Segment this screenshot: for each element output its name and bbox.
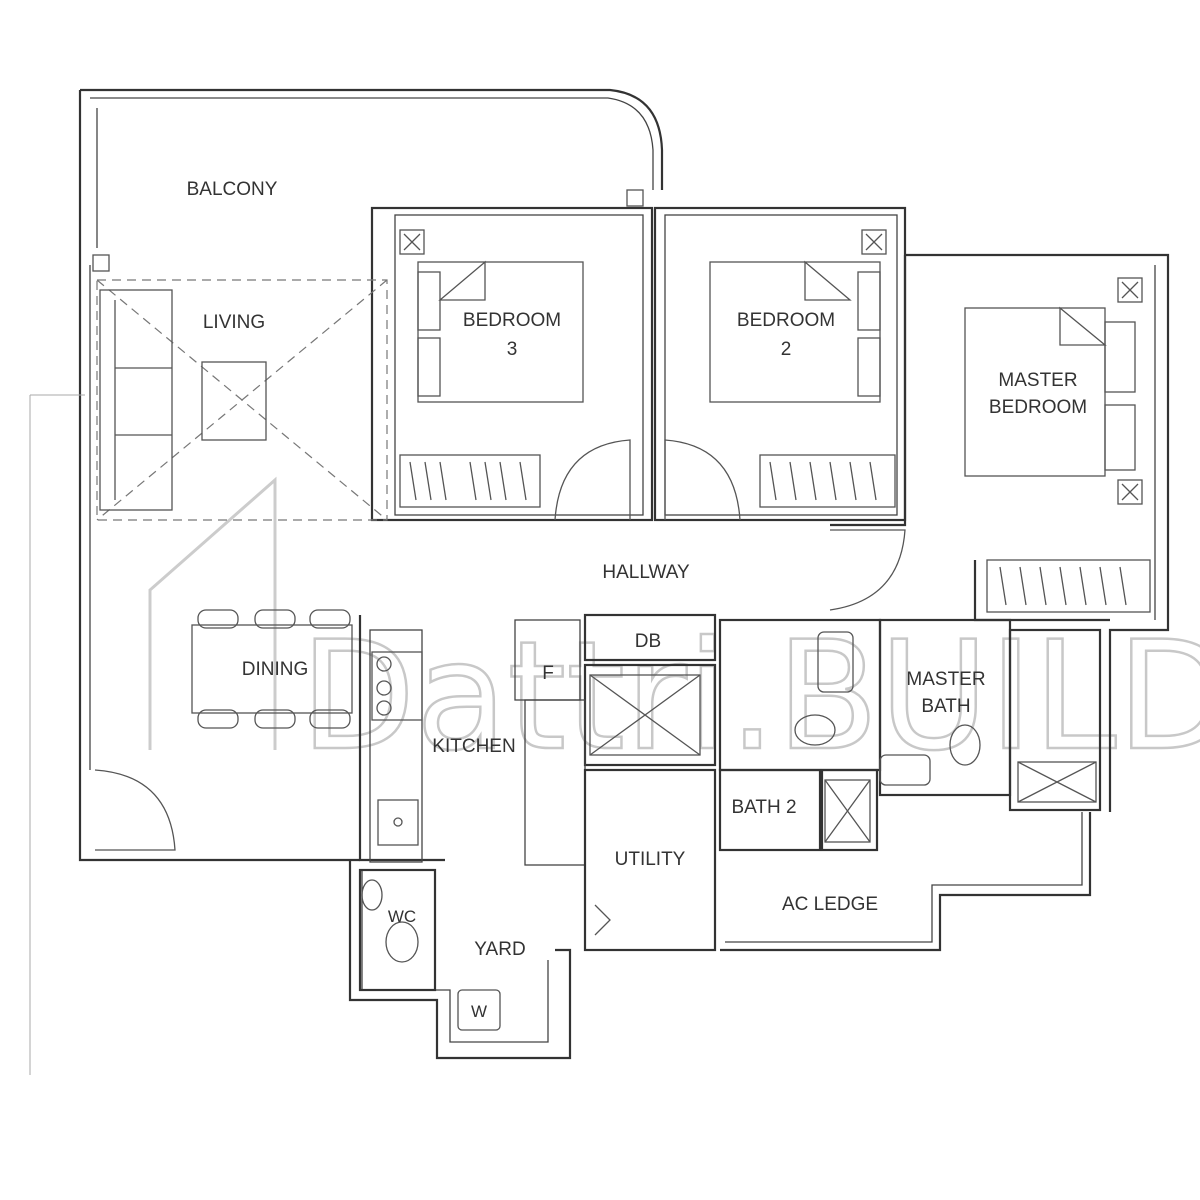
label-bath-2: BATH 2 [731, 797, 796, 818]
label-master-bedroom-line1: MASTER [998, 370, 1077, 391]
ac-unit-icons [92, 189, 1143, 505]
label-bedroom-2-line2: 2 [781, 339, 792, 360]
door-swings [94, 439, 906, 936]
label-wc: WC [388, 907, 416, 926]
wardrobe-master-bedroom [986, 559, 1151, 613]
dining-table [191, 609, 353, 729]
watermark-logo: Dattri.BUILD [148, 476, 1200, 785]
bed-bedroom-3 [417, 260, 584, 403]
label-yard: YARD [474, 939, 525, 960]
label-bedroom-3-line2: 3 [507, 339, 518, 360]
label-db: DB [635, 631, 661, 652]
label-fridge: F [542, 663, 554, 684]
living-area [96, 279, 388, 521]
outer-walls [29, 88, 1170, 1075]
label-living: LIVING [203, 312, 265, 333]
coffee-table [201, 361, 267, 441]
label-master-bedroom-line2: BEDROOM [989, 397, 1087, 418]
sofa [99, 289, 173, 511]
interior-walls [358, 206, 1110, 992]
label-dining: DINING [242, 659, 309, 680]
wardrobe-bedroom-3 [399, 454, 541, 508]
label-washer: W [471, 1002, 487, 1021]
label-bedroom-3-line1: BEDROOM [463, 310, 561, 331]
room-labels: BALCONY LIVING BEDROOM 3 BEDROOM 2 MASTE… [187, 179, 1088, 1021]
label-ac-ledge: AC LEDGE [782, 894, 878, 915]
watermark-text: Dattri.BUILD [300, 610, 1200, 784]
label-bedroom-2-line1: BEDROOM [737, 310, 835, 331]
label-master-bath-line1: MASTER [906, 669, 985, 690]
label-kitchen: KITCHEN [432, 736, 515, 757]
label-utility: UTILITY [615, 849, 686, 870]
bed-master-bedroom [964, 306, 1136, 477]
kitchen-sink [377, 799, 419, 846]
wardrobe-bedroom-2 [759, 454, 896, 508]
bath-fixtures [361, 631, 1097, 1031]
kitchen-hob [371, 651, 423, 721]
label-master-bath-line2: BATH [921, 696, 970, 717]
bed-bedroom-2 [709, 260, 881, 403]
label-hallway: HALLWAY [602, 562, 690, 583]
label-balcony: BALCONY [187, 179, 278, 200]
